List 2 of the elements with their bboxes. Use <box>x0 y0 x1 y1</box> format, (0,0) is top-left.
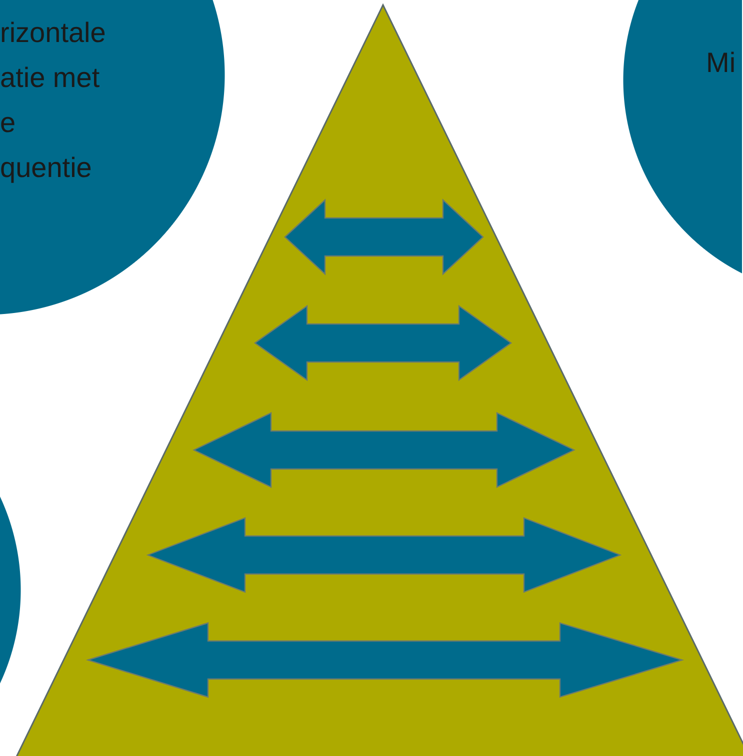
circle-label: rizontale atie met e quentie <box>0 16 107 185</box>
circle-label: Mi <box>706 46 737 80</box>
